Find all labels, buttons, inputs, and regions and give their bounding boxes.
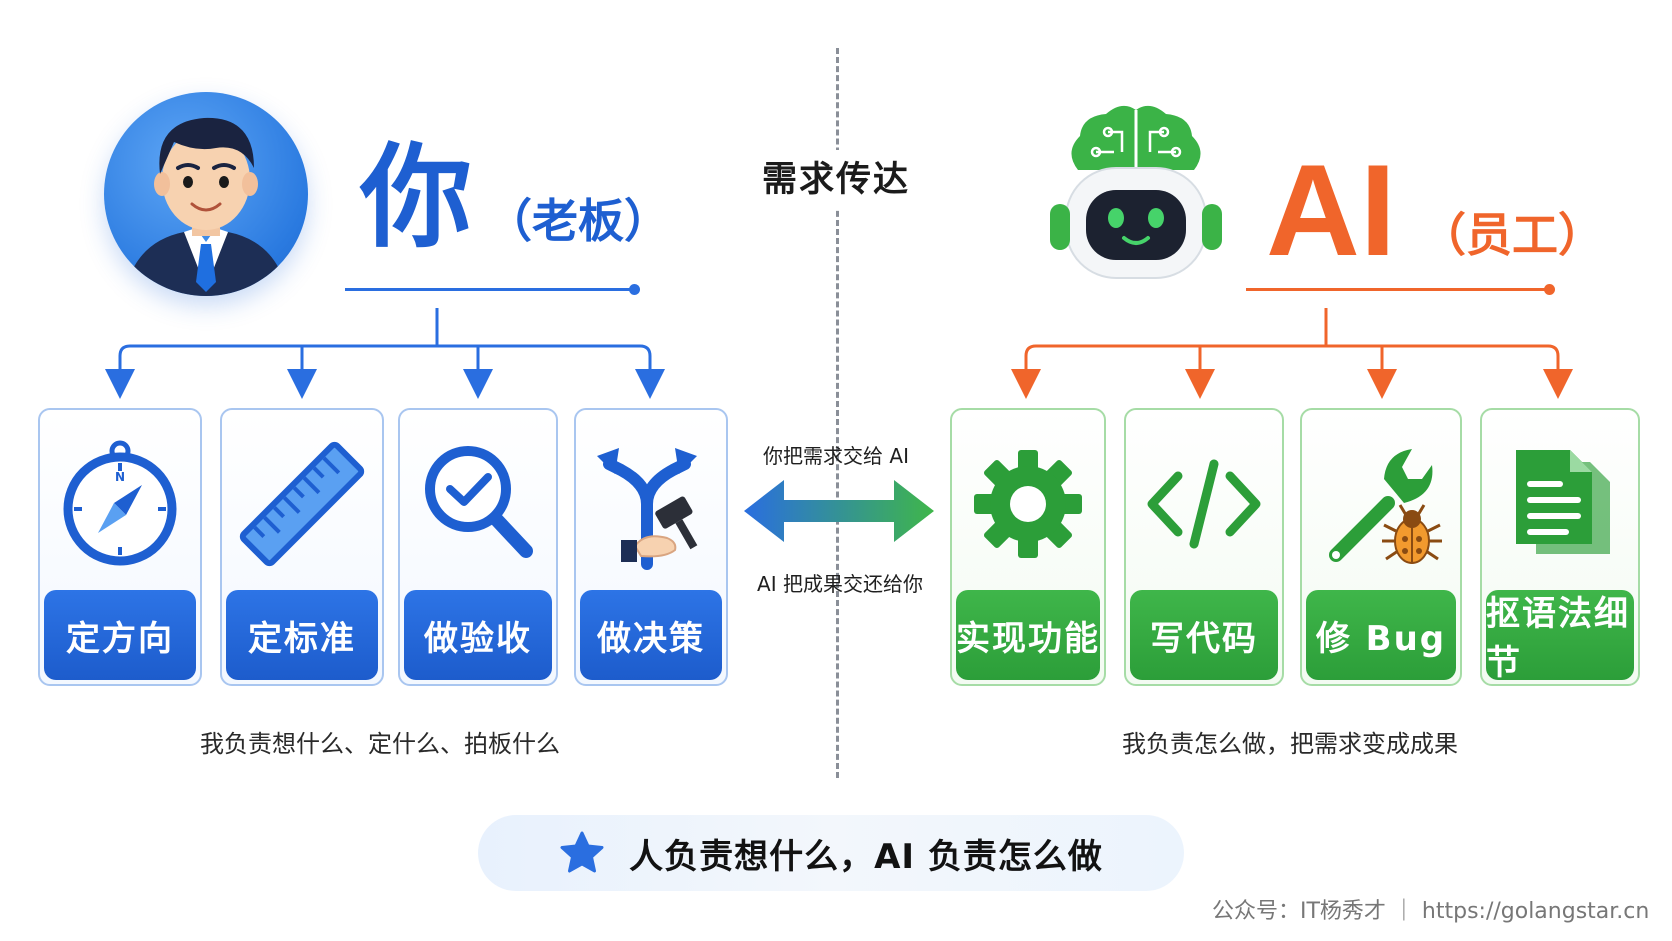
exchange-bottom-text: AI 把成果交还给你 — [757, 572, 923, 596]
tree-connectors — [105, 308, 1573, 399]
card-set-standard: 定标准 — [220, 408, 384, 686]
exchange-top-text: 你把需求交给 AI — [763, 444, 909, 468]
boss-subtitle: （老板） — [486, 194, 670, 248]
card-label: 修 Bug — [1306, 590, 1456, 680]
center-divider — [836, 48, 839, 778]
card-write-code: 写代码 — [1124, 408, 1284, 686]
card-label: 抠语法细节 — [1486, 590, 1634, 683]
card-acceptance: 做验收 — [398, 408, 558, 686]
robot-icon — [1050, 105, 1222, 279]
document-icon — [1516, 450, 1610, 554]
decision-gavel-icon — [597, 448, 698, 570]
card-label: 做决策 — [580, 590, 722, 680]
ruler-icon — [239, 441, 365, 567]
card-syntax-details: 抠语法细节 — [1480, 408, 1640, 686]
star-icon — [560, 831, 604, 873]
banner-text: 人负责想什么，AI 负责怎么做 — [629, 836, 1103, 877]
card-label: 做验收 — [404, 590, 552, 680]
ai-caption: 我负责怎么做，把需求变成成果 — [1122, 730, 1458, 758]
boss-caption: 我负责想什么、定什么、拍板什么 — [200, 730, 560, 758]
card-label: 实现功能 — [956, 590, 1100, 680]
card-decision: 做决策 — [574, 408, 728, 686]
boss-title: 你 — [360, 133, 472, 263]
double-arrow-icon — [744, 480, 934, 542]
svg-text:N: N — [115, 470, 125, 484]
gear-icon — [974, 450, 1082, 558]
footer-credit: 公众号：IT杨秀才 ｜ https://golangstar.cn — [1212, 899, 1650, 924]
wrench-bug-icon — [1329, 449, 1442, 564]
summary-banner: 人负责想什么，AI 负责怎么做 — [478, 815, 1184, 891]
ai-title: AI — [1266, 137, 1396, 283]
code-icon — [1147, 459, 1261, 549]
boss-avatar — [104, 92, 308, 296]
compass-icon: N — [63, 440, 177, 566]
card-set-direction: N 定方向 — [38, 408, 202, 686]
card-label: 定标准 — [226, 590, 378, 680]
card-label: 写代码 — [1130, 590, 1278, 680]
card-label: 定方向 — [44, 590, 196, 680]
center-title: 需求传达 — [736, 150, 936, 210]
card-fix-bug: 修 Bug — [1300, 408, 1462, 686]
ai-underline — [1246, 284, 1555, 295]
card-implement: 实现功能 — [950, 408, 1106, 686]
magnifier-check-icon — [425, 446, 533, 558]
businessman-icon — [124, 117, 288, 296]
ai-subtitle: （员工） — [1420, 208, 1604, 262]
boss-underline — [345, 284, 640, 295]
